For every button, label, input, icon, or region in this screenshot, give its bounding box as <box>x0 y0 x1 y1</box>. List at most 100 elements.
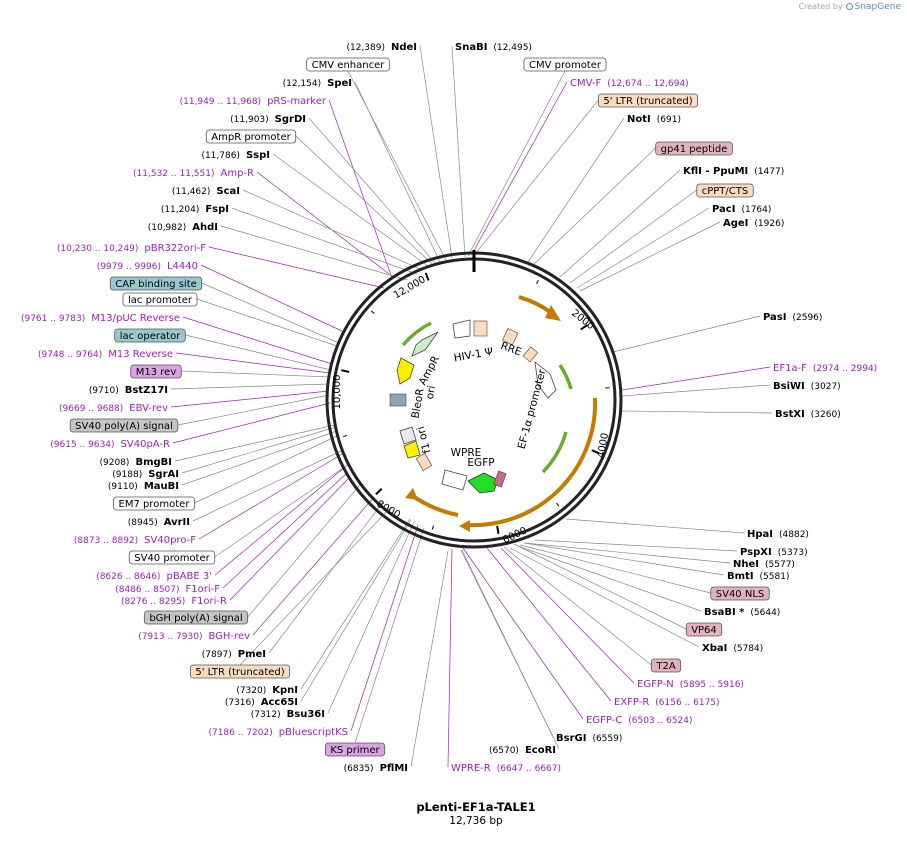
label-position: (7913 .. 7930) <box>138 632 202 642</box>
label-name: lac promoter <box>128 295 193 306</box>
label-position: (8276 .. 8295) <box>121 597 185 607</box>
leader-line <box>268 501 384 654</box>
label-position: (7320) <box>236 686 266 696</box>
label-m13puc: M13/pUC Reverse(9761 .. 9783) <box>21 313 180 324</box>
leader-line <box>621 366 771 391</box>
label-box <box>685 622 723 637</box>
label-t2a: T2A <box>650 658 682 673</box>
ampr-arrow <box>411 331 439 357</box>
label-name: EM7 promoter <box>119 499 191 510</box>
label-name: pBR322ori-F <box>144 243 206 254</box>
label-exfpr: EXFP-R(6156 .. 6175) <box>614 697 720 708</box>
f1ori-arrow <box>399 426 417 445</box>
label-fspi: FspI(11,204) <box>161 204 229 215</box>
label-position: (12,389) <box>346 43 385 53</box>
leader-line <box>447 548 453 768</box>
label-position: (5644) <box>750 608 780 618</box>
leader-line <box>300 518 411 690</box>
leader-line <box>252 496 375 636</box>
label-sv40nls: SV40 NLS <box>710 586 770 601</box>
label-box <box>650 658 682 673</box>
label-pasi: PasI(2596) <box>763 312 822 323</box>
leader-line <box>256 171 390 275</box>
leader-line <box>185 334 332 371</box>
label-ef1af: EF1a-F(2974 .. 2994) <box>773 363 877 374</box>
label-position: (6503 .. 6524) <box>628 716 692 726</box>
label-name: EXFP-R <box>614 697 649 708</box>
label-name: Acc65I <box>261 697 298 708</box>
leader-line <box>214 463 350 558</box>
leader-line <box>509 547 700 648</box>
label-position: (12,154) <box>283 79 322 89</box>
feature-label-ampr: AmpR <box>417 354 442 387</box>
label-position: (11,462) <box>172 187 211 197</box>
cppt-block <box>522 346 539 363</box>
leader-line <box>354 81 441 263</box>
leader-line <box>327 521 415 714</box>
label-box <box>122 292 198 307</box>
label-bsrgi: BsrGI(6559) <box>556 733 622 744</box>
leader-line <box>523 542 725 576</box>
label-name: EGFP-N <box>637 679 674 690</box>
label-box <box>130 364 182 379</box>
label-position: (7312) <box>251 710 281 720</box>
label-name: F1ori-F <box>186 584 221 595</box>
tick-mark <box>580 324 589 331</box>
label-name: WPRE-R <box>451 763 491 774</box>
label-name: SgrDI <box>275 114 306 125</box>
leader-line <box>524 542 731 564</box>
ef1a-arrow <box>534 361 557 399</box>
label-position: (12,495) <box>493 43 532 53</box>
leader-line <box>192 449 344 522</box>
label-box <box>128 550 216 565</box>
label-position: (12,674 .. 12,694) <box>607 79 688 89</box>
label-nhei: NheI(5577) <box>733 559 795 570</box>
label-position: (9710) <box>89 386 119 396</box>
label-prs: pRS-marker(11,949 .. 11,968) <box>180 96 327 107</box>
feature-arrows <box>389 295 598 532</box>
leader-line <box>503 546 652 666</box>
label-box <box>205 129 297 144</box>
hiv-block <box>452 319 471 339</box>
label-position: (11,903) <box>230 115 269 125</box>
label-paci: PacI(1764) <box>712 204 771 215</box>
label-position: (5895 .. 5916) <box>680 680 744 690</box>
leader-line <box>519 544 711 594</box>
label-noti: NotI(691) <box>627 114 681 125</box>
leader-line <box>229 476 351 601</box>
label-position: (11,786) <box>201 151 240 161</box>
label-acc65i: Acc65I (7316) <box>225 697 298 708</box>
leader-line <box>532 147 656 266</box>
label-egfpn: EGFP-N (5895 .. 5916) <box>637 679 744 690</box>
leader-line <box>410 550 449 768</box>
label-box <box>306 57 390 72</box>
label-name: PmeI <box>238 649 266 660</box>
leader-line <box>242 189 423 271</box>
label-position: (8945) <box>128 518 158 528</box>
label-position: (7316) <box>225 698 255 708</box>
feature-label-bleor: BleoR <box>410 388 427 420</box>
label-name: MauBI <box>144 481 179 492</box>
ltr-block-top <box>473 320 488 337</box>
label-name: AvrII <box>164 517 190 528</box>
label-position: (9979 .. 9996) <box>97 262 161 272</box>
leader-line <box>350 524 419 732</box>
leader-line <box>175 352 331 374</box>
leader-line <box>208 246 385 289</box>
label-position: (10,230 .. 10,249) <box>57 244 138 254</box>
label-maubi: MauBI(9110) <box>108 481 179 492</box>
leader-line <box>222 471 349 589</box>
label-name: AgeI <box>723 218 748 229</box>
label-sgrai: SgrAI(9188) <box>112 469 179 480</box>
label-name: CAP binding site <box>115 279 197 290</box>
leader-line <box>196 298 338 347</box>
leader-line <box>214 466 346 576</box>
label-ltr5: 5' LTR (truncated) <box>597 93 699 108</box>
leader-line <box>527 117 625 263</box>
label-name: SV40 promoter <box>134 553 210 564</box>
leader-line <box>239 506 392 666</box>
leader-line <box>579 221 721 292</box>
label-box <box>597 93 699 108</box>
label-bmti: BmtI(5581) <box>727 571 789 582</box>
